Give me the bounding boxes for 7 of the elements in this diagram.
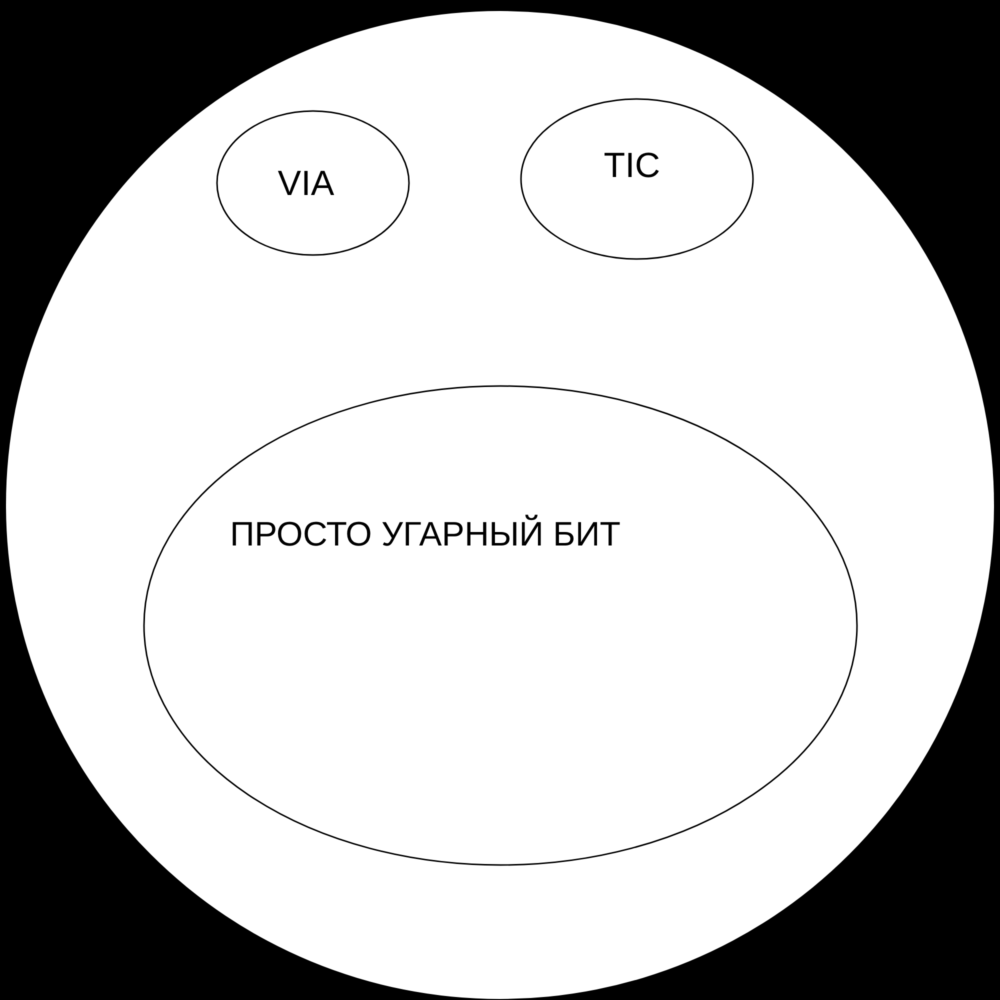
ellipse-node: [216, 110, 410, 256]
ellipse-node: [520, 98, 754, 260]
node-label: TIC: [604, 146, 660, 186]
face-circle: [5, 10, 995, 1000]
ellipse-node: [143, 385, 858, 866]
node-label: ПРОСТО УГАРНЫЙ БИТ: [230, 516, 621, 554]
node-label: VIA: [278, 164, 334, 204]
